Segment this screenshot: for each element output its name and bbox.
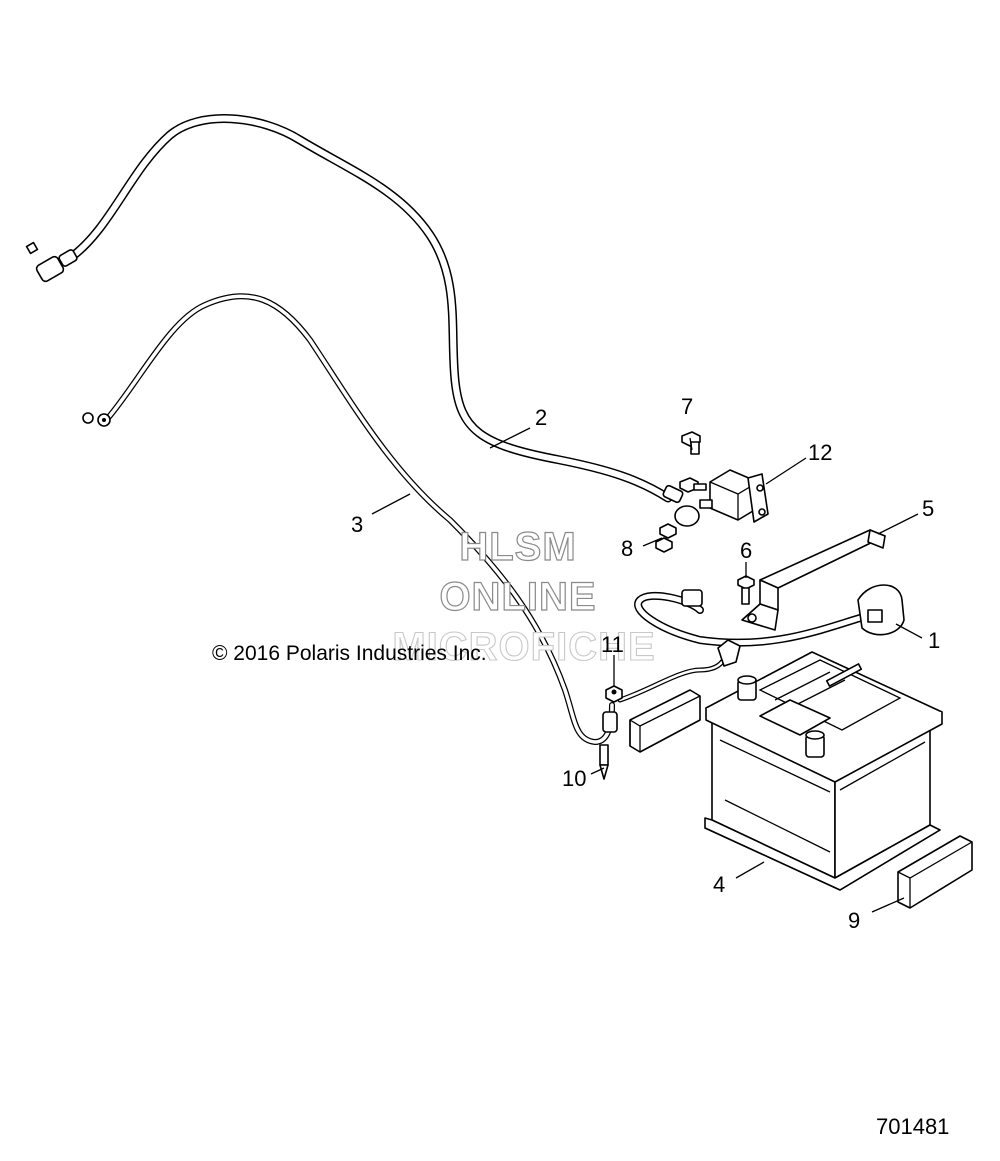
callout-3: 3 <box>351 512 363 537</box>
callout-11: 11 <box>601 632 624 657</box>
hold-down-bracket <box>741 529 886 631</box>
cable-2 <box>25 114 700 527</box>
battery <box>704 651 943 891</box>
callout-6: 6 <box>740 538 752 563</box>
callout-8: 8 <box>621 536 633 561</box>
callout-4: 4 <box>713 872 725 897</box>
watermark-line-1: HLSM <box>459 525 576 569</box>
nut-8a <box>659 523 677 539</box>
screw-6 <box>737 575 755 605</box>
figure-number: 701481 <box>876 1114 949 1139</box>
leader-lines <box>371 427 923 913</box>
cable-1 <box>634 584 905 647</box>
watermark-line-3: MICROFICHE <box>392 625 655 669</box>
callout-12: 12 <box>808 440 832 465</box>
callout-1: 1 <box>928 628 940 653</box>
ground-lead <box>617 639 741 703</box>
callout-10: 10 <box>562 766 586 791</box>
pad-left <box>629 689 701 753</box>
callout-5: 5 <box>922 496 934 521</box>
cable-3 <box>82 293 618 780</box>
screw-7 <box>681 431 701 455</box>
pad-right <box>897 835 973 909</box>
callout-2: 2 <box>535 405 547 430</box>
watermark-line-2: ONLINE <box>439 575 596 619</box>
watermark: HLSM ONLINE MICROFICHE <box>392 524 655 669</box>
relay <box>699 469 769 523</box>
nut-11 <box>605 685 623 703</box>
nut-8b <box>655 537 673 553</box>
callout-7: 7 <box>681 394 693 419</box>
screw-relay <box>679 477 707 493</box>
copyright-text: © 2016 Polaris Industries Inc. <box>212 642 487 665</box>
callout-9: 9 <box>848 908 860 933</box>
